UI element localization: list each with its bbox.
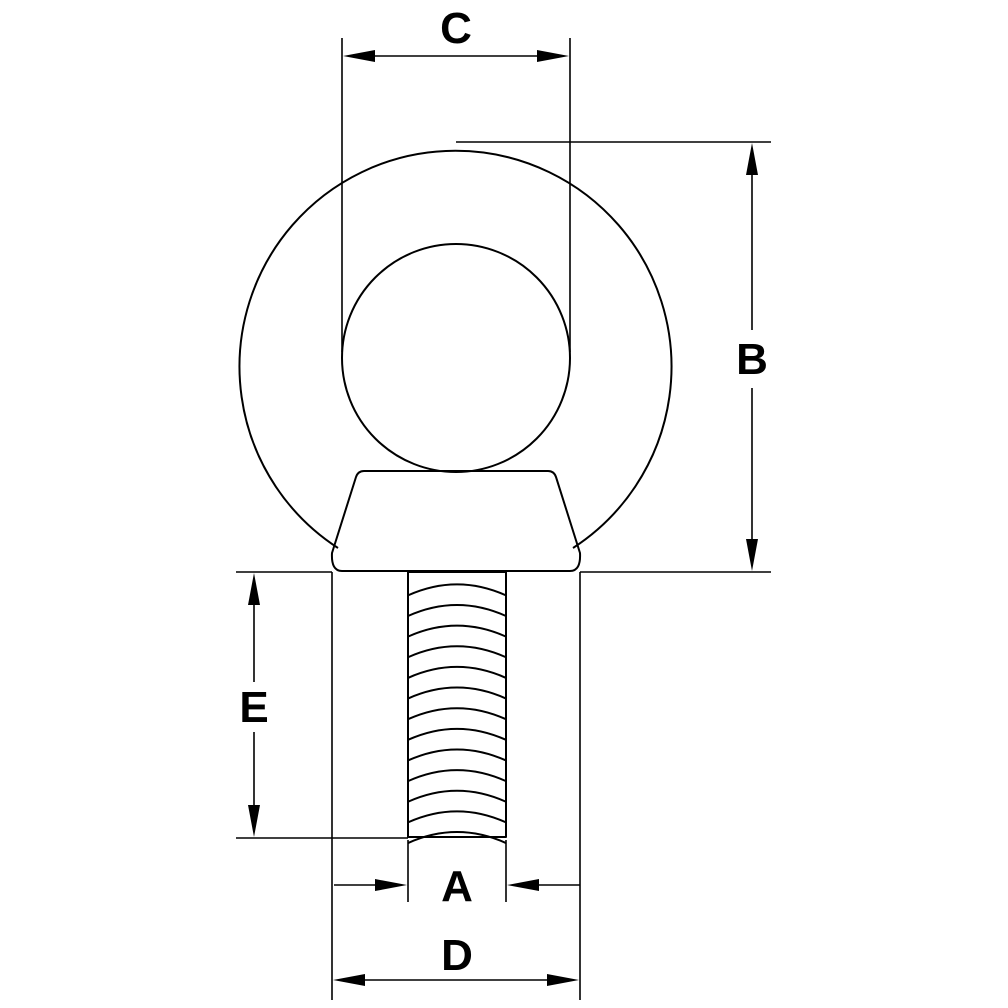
thread-ridge xyxy=(407,789,507,803)
dim-d-arrow-left xyxy=(333,974,365,986)
thread-ridge xyxy=(407,686,507,700)
eye-bolt-part xyxy=(238,149,673,844)
thread-ridge xyxy=(407,831,507,844)
thread-ridge xyxy=(407,727,507,741)
thread-ridge xyxy=(407,810,507,824)
dim-a-arrow-left xyxy=(375,879,407,891)
eye-inner-hole xyxy=(341,243,571,473)
thread-ridge xyxy=(407,604,507,617)
thread-ridge xyxy=(407,707,507,721)
dim-e-arrow-top xyxy=(248,573,260,605)
thread-ridge xyxy=(407,748,507,762)
eye-collar xyxy=(330,470,582,572)
dim-c-label: C xyxy=(440,4,472,53)
dim-c-arrow-left xyxy=(343,50,375,62)
thread-ridge xyxy=(407,624,507,638)
dim-b-arrow-top xyxy=(746,143,758,175)
dim-c-arrow-right xyxy=(537,50,569,62)
thread-ridge xyxy=(407,583,507,597)
eye-outer-ring xyxy=(238,149,673,549)
thread-ridge xyxy=(407,769,507,783)
dim-e-label: E xyxy=(239,683,268,732)
thread-ridge xyxy=(407,666,507,679)
dimension-c: C xyxy=(341,4,571,352)
dim-e-arrow-bottom xyxy=(248,805,260,837)
thread-ridge xyxy=(407,645,507,659)
dim-d-arrow-right xyxy=(547,974,579,986)
dimension-b: B xyxy=(456,141,771,573)
thread-ridges xyxy=(407,583,507,844)
dim-d-label: D xyxy=(441,931,473,980)
dim-b-arrow-bottom xyxy=(746,539,758,571)
dimension-d: D xyxy=(331,572,581,1000)
dim-a-label: A xyxy=(441,862,473,911)
dimension-a: A xyxy=(334,840,580,911)
dim-b-label: B xyxy=(736,335,768,384)
dim-a-arrow-right xyxy=(507,879,539,891)
dimension-e: E xyxy=(236,571,408,839)
threaded-shank xyxy=(407,571,507,838)
